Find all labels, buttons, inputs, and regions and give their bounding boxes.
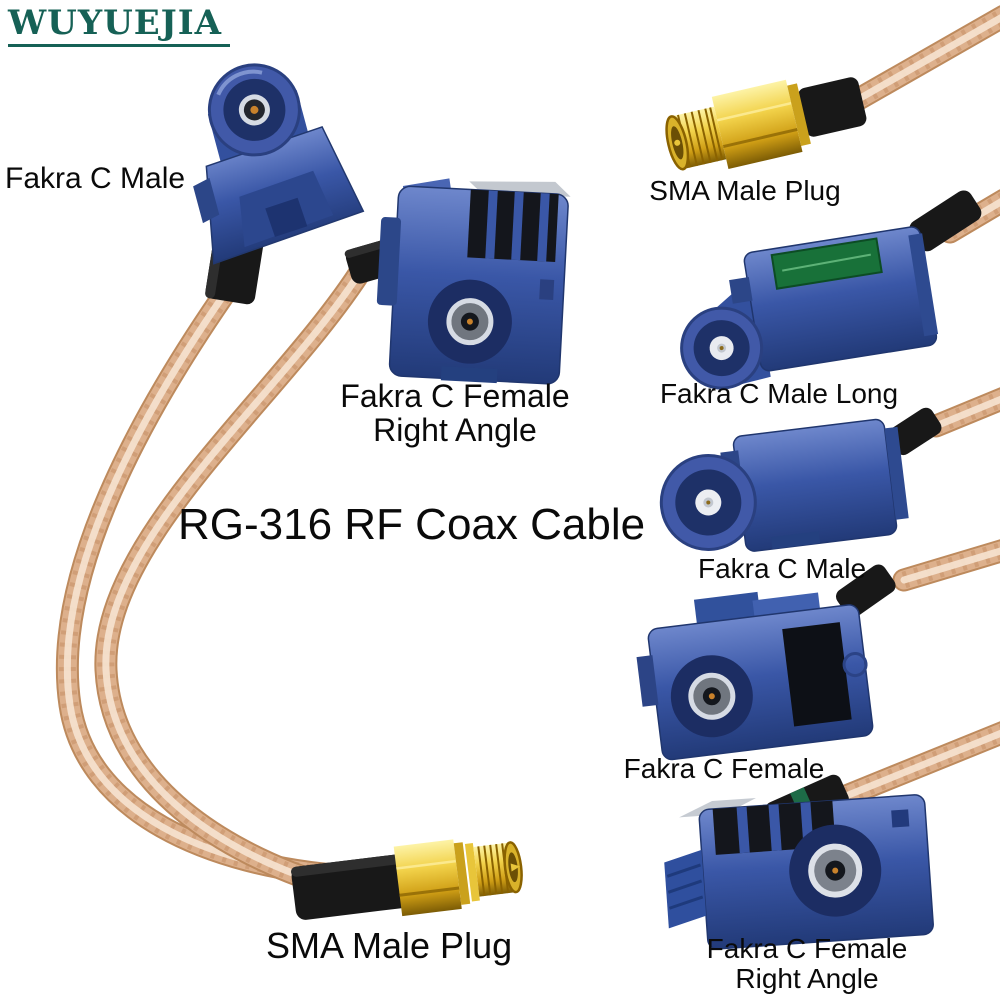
label-line-1: Fakra C Female [706,933,908,964]
gallery-fakra-c-female-right-angle-photo [664,794,934,950]
label-line-1: Fakra C Female [623,753,825,784]
label-fakra-c-female-right-angle: Fakra C Female Right Angle [330,378,580,449]
heat-shrink-gallery-male [887,407,942,456]
fakra-c-male-connector-photo [193,63,365,265]
gallery-fakra-c-female-photo [636,591,874,761]
label-line-1: Fakra C Male [697,553,867,584]
label-gallery-fakra-c-male-long: Fakra C Male Long [619,379,939,409]
brand-logo: WUYUEJIA [8,3,231,47]
label-sma-male-plug-bottom: SMA Male Plug [266,925,513,966]
fakra-c-female-right-angle-connector-photo [376,178,571,385]
cable-gallery-sma [850,16,1000,104]
product-title: RG-316 RF Coax Cable [178,500,646,549]
label-line-2: Right Angle [735,962,879,994]
sma-male-plug-photo-bottom [291,839,523,920]
cable-left-inner [106,266,364,894]
label-line-2: Right Angle [373,412,537,449]
label-fakra-c-male: Fakra C Male [5,162,186,195]
cable-left-outer [67,286,345,876]
gallery-sma-male-plug-photo [665,77,867,171]
gallery-fakra-c-male-long-photo [680,226,939,390]
label-gallery-sma-male-plug: SMA Male Plug [585,176,905,206]
heat-shrink-gallery-male-long [909,190,982,252]
label-line-1: Fakra C Male Long [659,378,899,409]
label-line-1: Fakra C Female [340,378,570,414]
label-gallery-fakra-c-female: Fakra C Female [564,754,884,784]
label-gallery-fakra-c-male: Fakra C Male [622,554,942,584]
label-gallery-fakra-c-female-right-angle: Fakra C Female Right Angle [647,934,967,994]
cable-gallery-male [936,398,1000,426]
label-line-1: SMA Male Plug [649,175,841,206]
gallery-fakra-c-male-photo [659,418,909,552]
